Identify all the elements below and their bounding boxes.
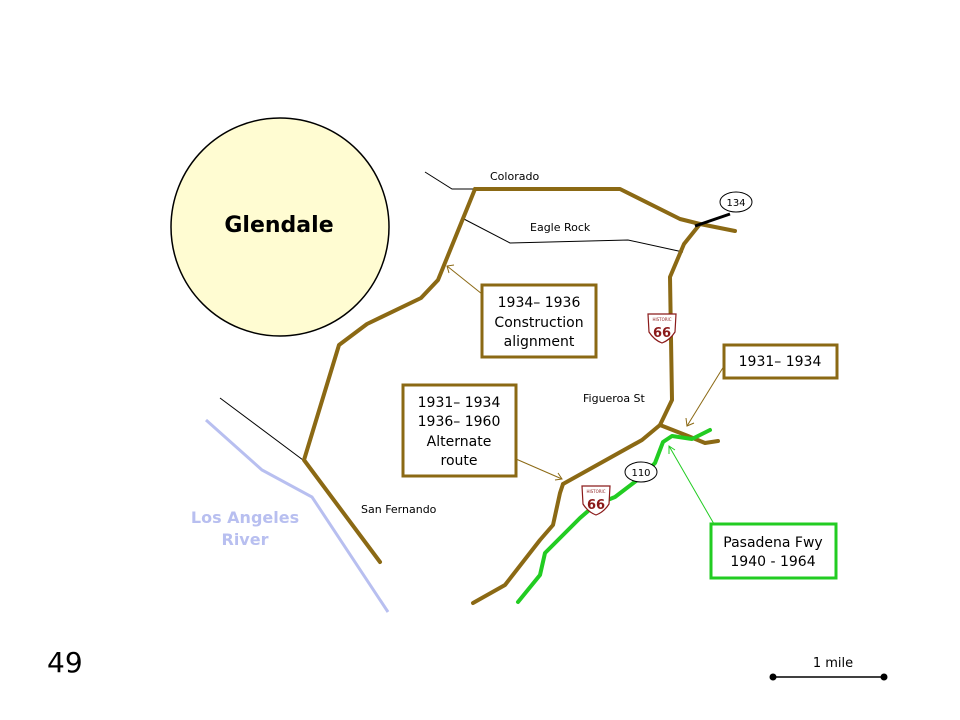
river-label-line1: Los Angeles: [191, 508, 299, 527]
sr110-shield: 110: [624, 461, 658, 483]
san-fernando-label: San Fernando: [361, 503, 437, 516]
callout-alternate: 1931– 1934 1936– 1960 Alternate route: [401, 383, 518, 478]
figueroa-stub: [658, 423, 720, 445]
colorado-route: [473, 187, 702, 226]
eagle-rock-line: [461, 217, 684, 253]
page-number: 49: [47, 646, 83, 679]
sr110-oval: [624, 461, 658, 483]
callout-northeast: 1931– 1934: [722, 343, 839, 380]
callout-construction-line2: Construction: [494, 315, 583, 331]
callout-northeast-line1: 1931– 1934: [739, 354, 822, 370]
callout-pasadena-line1: Pasadena Fwy: [723, 535, 822, 551]
callout-arrows: [446, 264, 725, 525]
callout-pasadena-box: [709, 522, 838, 580]
colorado-east-spur: [698, 222, 737, 233]
southern-route: [471, 482, 565, 605]
historic-66-shield-south: HISTORIC 66: [581, 485, 611, 516]
callout-pasadena-line2: 1940 - 1964: [730, 554, 815, 570]
alternate-arrow: [515, 458, 563, 480]
colorado-west-line: [424, 171, 475, 190]
glendale-label: Glendale: [224, 213, 333, 238]
construction-alignment: [302, 187, 477, 564]
callout-alternate-line1: 1931– 1934: [418, 395, 501, 411]
historic-66-shield-north-shape: [647, 313, 677, 344]
callout-alternate-line3: Alternate: [427, 434, 492, 450]
los-angeles-river: Los Angeles River: [191, 418, 390, 613]
historic-66-south-header: HISTORIC: [586, 489, 605, 494]
glendale-circle: [170, 117, 390, 337]
scale-bar-right-dot: [880, 673, 888, 681]
river-label-line2: River: [222, 530, 269, 549]
river-line: [205, 418, 390, 613]
sr134-oval: [719, 191, 753, 213]
historic-66-shield-north: HISTORIC 66: [647, 313, 677, 344]
historic-66-south-number: 66: [587, 498, 605, 513]
callout-alternate-line2: 1936– 1960: [418, 414, 501, 430]
sr110-number: 110: [631, 468, 650, 479]
pasadena-arrowhead: [668, 445, 676, 454]
construction-arrowhead: [446, 264, 455, 274]
pasadena-arrow: [668, 445, 715, 525]
scale-bar-left-dot: [769, 673, 777, 681]
pasadena-freeway: [516, 428, 712, 604]
route66-alignments: [302, 187, 737, 605]
callout-pasadena: Pasadena Fwy 1940 - 1964: [709, 522, 838, 580]
callout-alternate-box: [401, 383, 518, 478]
callout-northeast-box: [722, 343, 839, 380]
callout-construction-box: [480, 283, 598, 359]
callout-construction-line1: 1934– 1936: [498, 295, 581, 311]
callout-alternate-line4: route: [441, 453, 478, 469]
local-streets: [219, 171, 684, 461]
sr134-number: 134: [726, 198, 745, 209]
historic-66-north-number: 66: [653, 326, 671, 341]
colorado-label: Colorado: [490, 170, 539, 183]
glendale-area: Glendale: [170, 117, 390, 337]
san-fernando-north-line: [219, 397, 304, 461]
historic-66-shield-south-shape: [581, 485, 611, 516]
figueroa-label: Figueroa St: [583, 392, 646, 405]
callout-construction-line3: alignment: [504, 334, 575, 350]
scale-bar: 1 mile: [769, 656, 888, 681]
sr134-segment: [694, 212, 731, 228]
sr134-shield: 134: [719, 191, 753, 213]
eagle-rock-label: Eagle Rock: [530, 221, 591, 234]
historic-66-north-header: HISTORIC: [652, 317, 671, 322]
alternate-arrowhead: [554, 472, 563, 481]
northeast-arrow: [686, 365, 725, 427]
northeast-arrowhead: [685, 417, 695, 427]
figueroa-route: [561, 222, 702, 486]
scale-bar-label: 1 mile: [813, 656, 853, 671]
callout-construction: 1934– 1936 Construction alignment: [480, 283, 598, 359]
construction-arrow: [446, 265, 483, 295]
